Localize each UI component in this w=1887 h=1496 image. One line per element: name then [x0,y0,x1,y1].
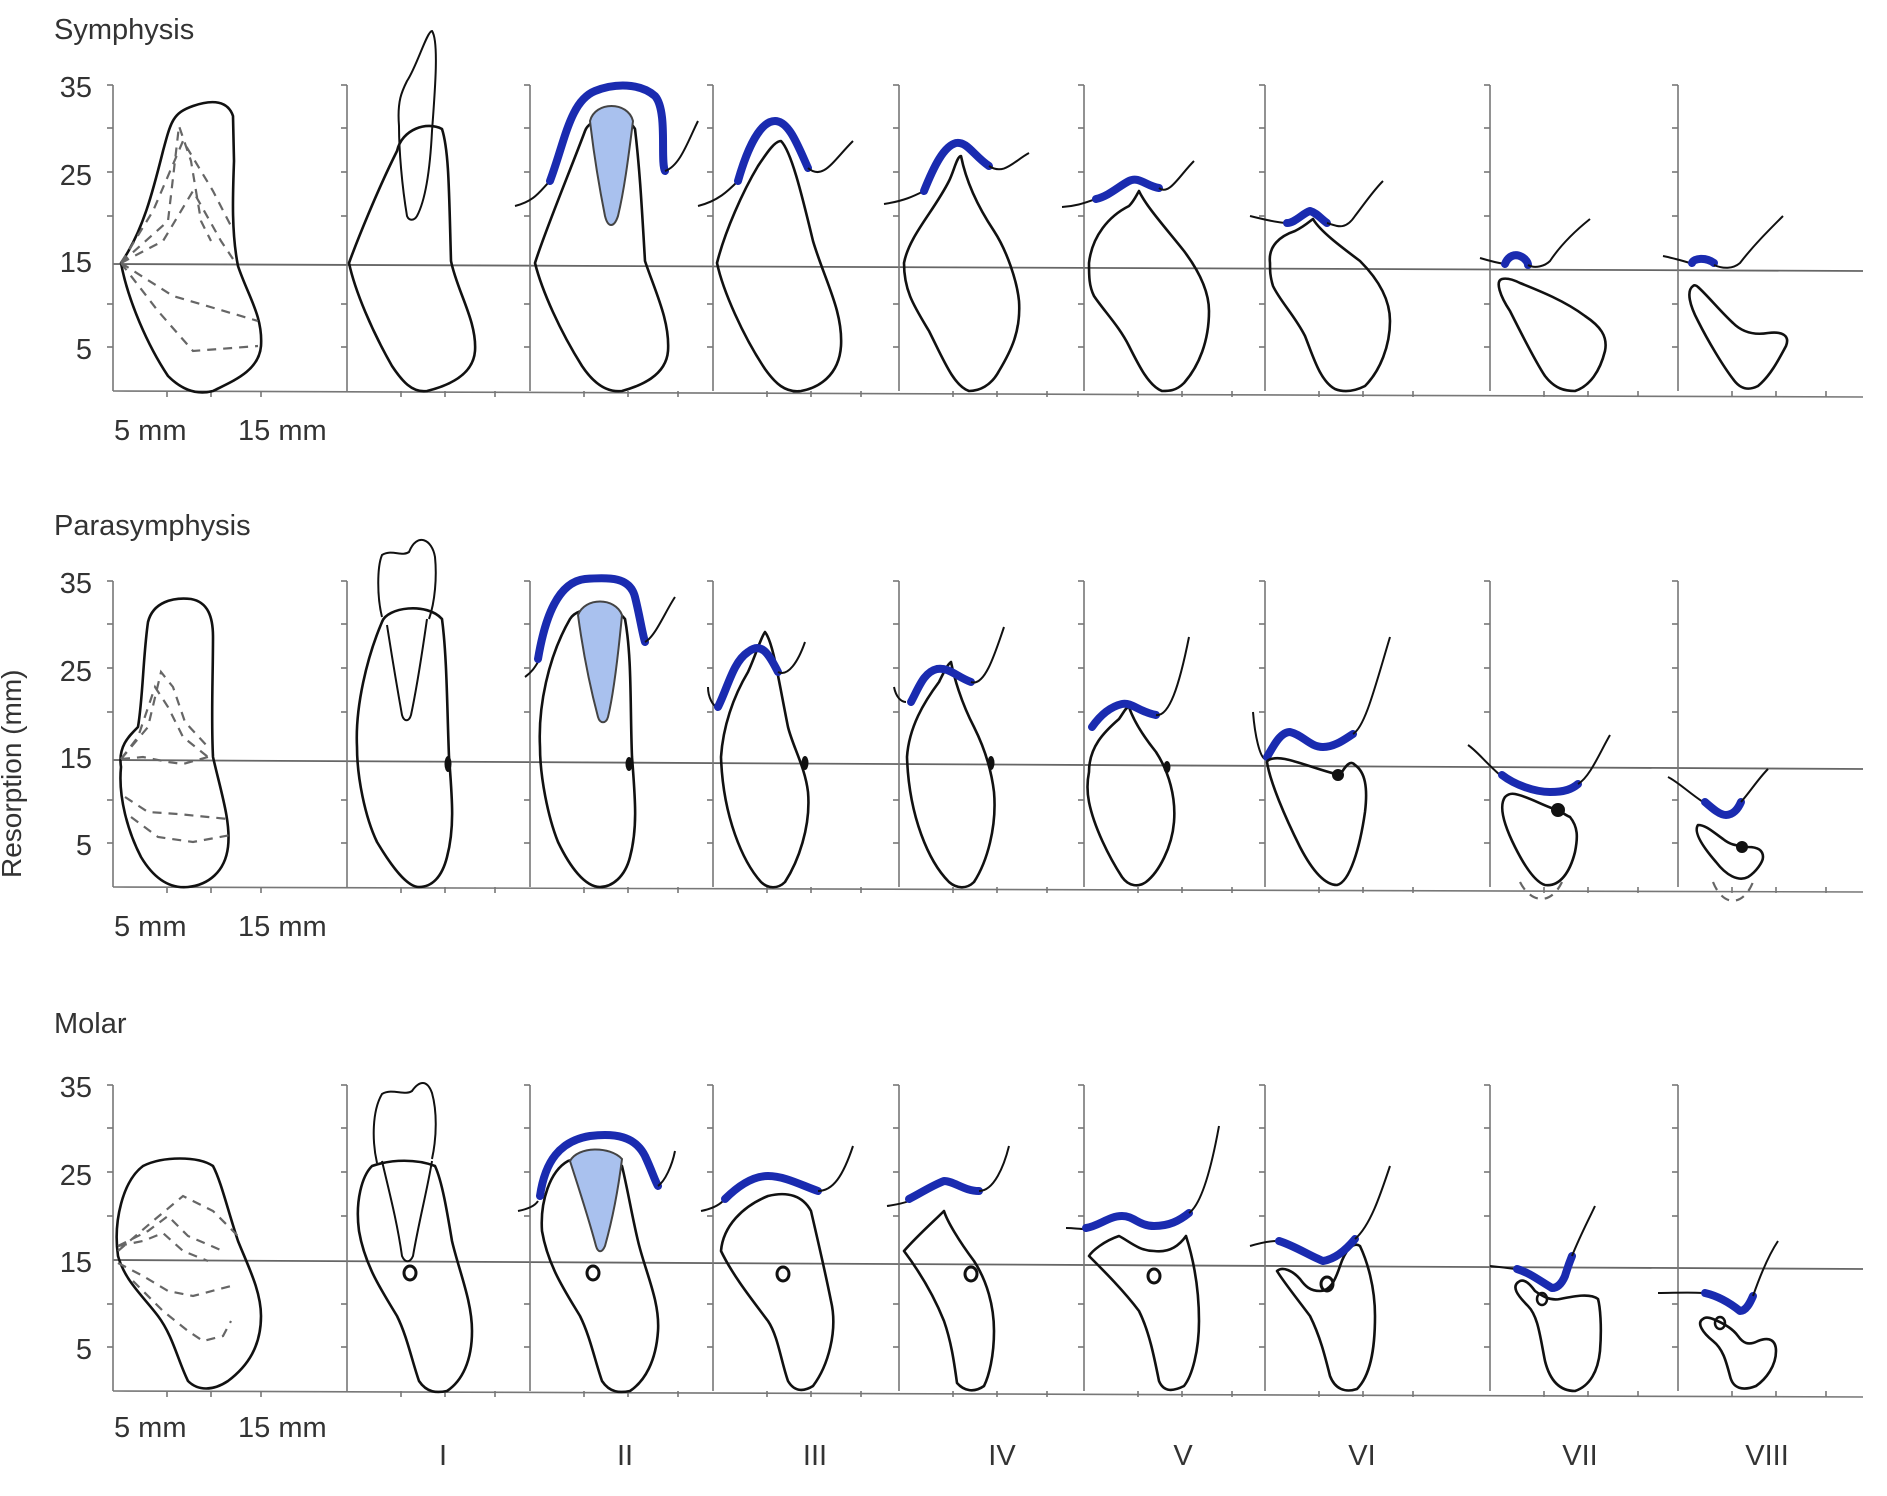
class-label-I: I [438,1440,448,1472]
panel-class-V-molar [1065,1084,1233,1398]
panel-class-III-molar [700,1084,862,1398]
class-label-II: II [616,1440,634,1472]
x-scale-5mm: 5 mm [114,1412,187,1444]
panel-class-VII-molar [1483,1084,1639,1398]
class-label-VI: VI [1348,1440,1376,1472]
row-parasymphysis [106,539,1864,902]
panel-class-VI-molar [1249,1084,1414,1398]
y-tick-15: 15 [59,1247,92,1279]
x-scale-15mm: 15 mm [238,911,327,943]
y-tick-5: 5 [75,830,92,862]
x-scale-15mm: 15 mm [238,415,327,447]
panel-class-V-symphysis [1061,84,1233,398]
y-tick-25: 25 [59,656,92,688]
panel-class-I-molar [340,1082,496,1398]
row-title-parasymphysis: Parasymphysis [54,510,251,542]
y-tick-5: 5 [75,334,92,366]
x-scale-5mm: 5 mm [114,415,187,447]
panel-class-I-symphysis [340,29,496,398]
y-tick-15: 15 [59,247,92,279]
panel-class-III-parasymphysis [706,580,862,894]
row-symphysis [106,29,1864,398]
class-label-VIII: VIII [1745,1440,1789,1472]
y-tick-15: 15 [59,743,92,775]
panel-class-VI-parasymphysis [1252,580,1414,894]
panel-class-II-molar [517,1084,679,1398]
class-label-VII: VII [1562,1440,1598,1472]
row-title-molar: Molar [54,1008,127,1040]
panel-class-II-parasymphysis [523,574,679,894]
panel-class-I-parasymphysis [340,539,496,894]
panel-class-VII-parasymphysis [1467,580,1639,900]
y-tick-35: 35 [59,568,92,600]
y-tick-25: 25 [59,1160,92,1192]
row-title-symphysis: Symphysis [54,14,195,46]
panel-class-IV-parasymphysis [892,580,1048,894]
panel-reference-symphysis [106,84,263,398]
class-label-III: III [802,1440,828,1472]
panel-class-VII-symphysis [1479,84,1639,398]
panel-class-III-symphysis [697,84,862,398]
class-label-IV: IV [988,1440,1016,1472]
panel-class-IV-symphysis [883,84,1048,398]
panel-class-IV-molar [886,1084,1048,1398]
panel-class-II-symphysis [514,81,699,398]
row-molar [106,1082,1864,1398]
panel-class-VIII-symphysis [1662,84,1827,398]
panel-reference-molar [106,1084,263,1398]
panel-class-VIII-parasymphysis [1667,580,1827,902]
panel-reference-parasymphysis [106,580,262,894]
y-tick-5: 5 [75,1334,92,1366]
panel-class-VIII-molar [1657,1084,1827,1398]
y-tick-35: 35 [59,72,92,104]
x-scale-5mm: 5 mm [114,911,187,943]
y-tick-35: 35 [59,1072,92,1104]
class-label-V: V [1173,1440,1193,1472]
x-scale-15mm: 15 mm [238,1412,327,1444]
y-tick-25: 25 [59,160,92,192]
panel-class-V-parasymphysis [1077,580,1233,894]
panel-class-VI-symphysis [1249,84,1414,398]
